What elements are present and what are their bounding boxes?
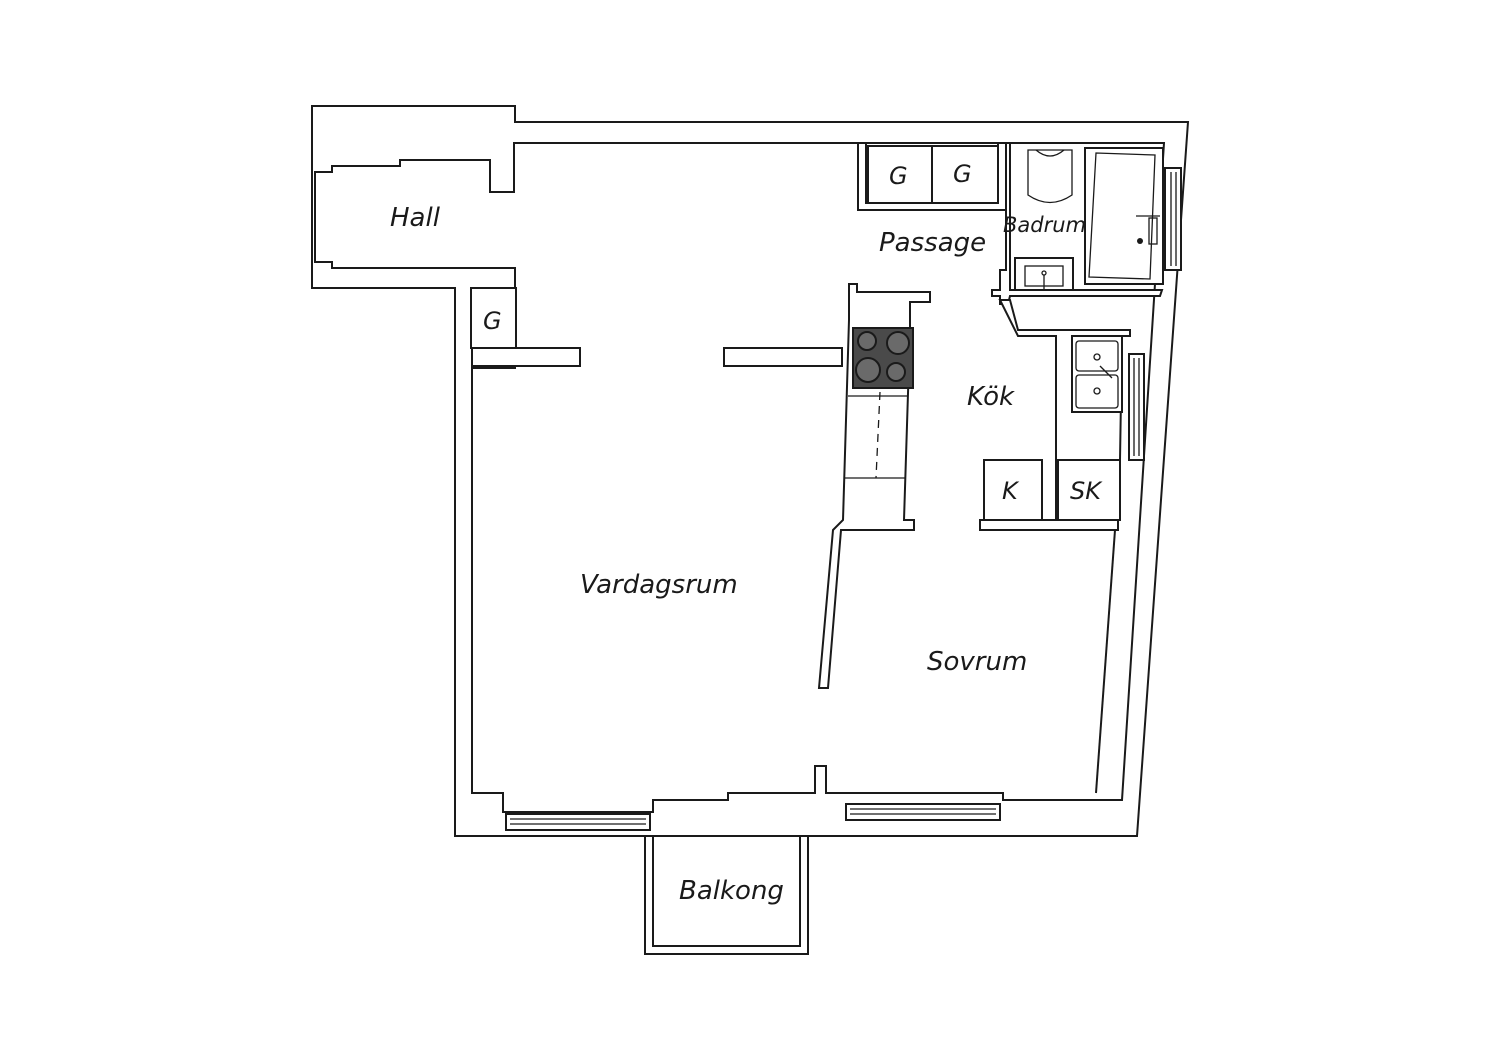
room-label-hall: Hall: [390, 203, 441, 233]
washbasin-icon: [1014, 257, 1074, 291]
passage-wardrobes: G G: [867, 145, 999, 204]
wall-segment: [979, 519, 1119, 531]
bathtub-mixer: [1148, 217, 1158, 245]
balcony: [644, 835, 809, 955]
window-frame: [1164, 167, 1182, 271]
wardrobe-label-2: G: [953, 160, 972, 188]
bathtub-icon: [1084, 147, 1164, 285]
inner-wall-outline: [314, 142, 1166, 813]
bathtub-drain: [1137, 238, 1143, 244]
sink-icon: [1071, 335, 1123, 413]
balcony-inner: [652, 835, 801, 947]
bathtub-inner: [1088, 152, 1156, 280]
wardrobe-box: [931, 145, 999, 204]
window-icon: [845, 803, 1001, 821]
outer-walls: [311, 105, 1190, 837]
kitchen-fixtures: K SK: [852, 327, 1145, 521]
freezer-label: SK: [1070, 477, 1103, 505]
room-label-balkong: Balkong: [679, 876, 784, 906]
stove-icon: [852, 327, 914, 389]
wardrobe-label-1: G: [889, 162, 908, 190]
sink-counter: [1071, 335, 1123, 413]
sink-bowl-2: [1075, 374, 1119, 409]
counter-dash: [875, 391, 881, 479]
room-label-sovrum: Sovrum: [927, 647, 1027, 677]
wardrobe-label-3: G: [483, 307, 502, 335]
sink-bowl-1: [1075, 340, 1119, 372]
wall-segment: [723, 347, 843, 367]
window-frame: [505, 813, 651, 831]
room-label-kok: Kök: [967, 382, 1015, 412]
fridge-label: K: [1002, 477, 1020, 505]
bathroom-fixtures: [1014, 147, 1182, 291]
room-label-vardagsrum: Vardagsrum: [580, 570, 738, 600]
window-icon: [505, 813, 651, 831]
toilet-icon: [1027, 149, 1073, 204]
wardrobe-box: [470, 287, 517, 349]
wall-segment: [471, 347, 581, 367]
room-label-badrum: Badrum: [1003, 213, 1086, 237]
room-labels: Hall Passage Badrum Kök Vardagsrum Sovru…: [390, 203, 1086, 906]
window-icon: [1164, 167, 1182, 271]
window-frame: [1128, 353, 1145, 461]
window-frame: [845, 803, 1001, 821]
wardrobe-box: [867, 145, 933, 204]
bedroom-east-wall: [1095, 529, 1116, 794]
window-icon: [1128, 353, 1145, 461]
room-label-passage: Passage: [879, 228, 986, 258]
hall-wardrobe: G: [470, 287, 517, 349]
freezer-box: [1057, 459, 1121, 521]
south-windows: [505, 803, 1001, 831]
fridge-box: [983, 459, 1043, 521]
